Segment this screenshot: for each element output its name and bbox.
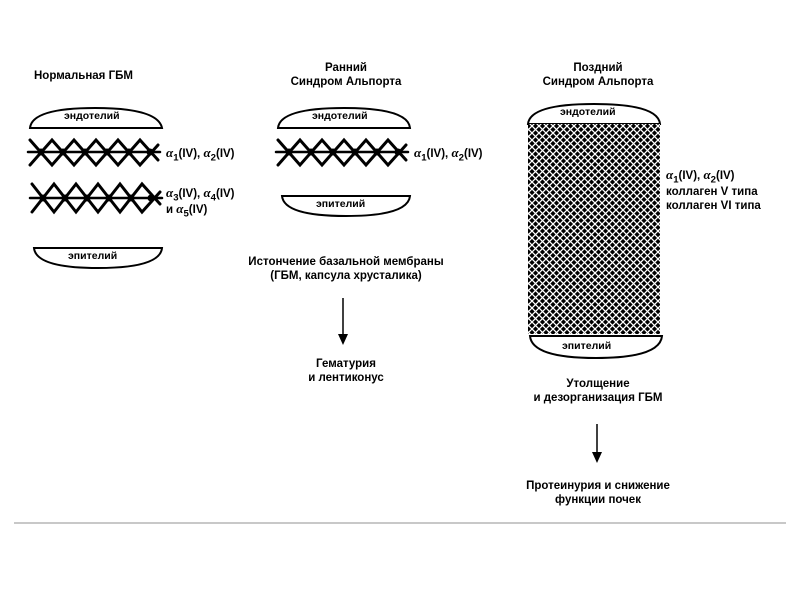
col1-alpha-top: α1(IV), α2(IV) <box>166 145 235 164</box>
col2-endothelium-shape <box>276 106 412 129</box>
col2-arrow <box>338 298 348 345</box>
col3-result-line1: Протеинурия и снижение <box>526 480 670 492</box>
col3-caption-line2: и дезорганизация ГБМ <box>533 392 663 404</box>
col1-network-top-nodes <box>37 148 154 156</box>
col3-endothelium-label: эндотелий <box>560 106 616 118</box>
col2-alpha: α1(IV), α2(IV) <box>414 145 483 164</box>
col1-epithelium-shape <box>32 247 164 270</box>
col3-thickened-mesh <box>528 124 660 334</box>
col1-network-top <box>26 137 162 168</box>
col3-title-line2: Синдром Альпорта <box>542 76 654 88</box>
col2-result-line1: Гематурия <box>316 358 376 370</box>
col1-network-bottom <box>28 181 164 215</box>
col3-epithelium-label: эпителий <box>562 340 612 352</box>
col2-result-line2: и лентиконус <box>308 372 384 384</box>
col2-title-line2: Синдром Альпорта <box>290 76 402 88</box>
col3-epithelium-shape <box>528 335 664 360</box>
col2-caption-line2: (ГБМ, капсула хрусталика) <box>270 270 422 282</box>
col1-title: Нормальная ГБМ <box>34 70 133 82</box>
col2-title-line1: Ранний <box>325 62 367 74</box>
col3-endothelium-shape <box>526 102 662 125</box>
col3-collagen-v: коллаген V типа <box>666 186 758 198</box>
col1-alpha-bottom-line1: α3(IV), α4(IV) <box>166 185 235 204</box>
col1-endothelium-shape <box>28 106 164 129</box>
col1-alpha-bottom-line2: и α5(IV) <box>166 201 208 220</box>
col2-network <box>274 137 410 168</box>
col3-caption-line1: Утолщение <box>566 378 630 390</box>
col3-title-line1: Поздний <box>573 62 623 74</box>
col2-endothelium-label: эндотелий <box>312 110 368 122</box>
col3-alpha: α1(IV), α2(IV) <box>666 167 735 186</box>
col3-result-line2: функции почек <box>555 494 641 506</box>
col2-epithelium-label: эпителий <box>316 198 366 210</box>
col3-arrow <box>592 424 602 463</box>
col1-epithelium-label: эпителий <box>68 250 118 262</box>
col3-collagen-vi: коллаген VI типа <box>666 200 761 212</box>
col2-network-nodes <box>285 148 402 156</box>
col2-epithelium-shape <box>280 195 412 218</box>
col2-caption-line1: Истончение базальной мембраны <box>248 256 444 268</box>
col1-network-bottom-nodes <box>39 194 155 202</box>
bottom-divider <box>14 522 786 524</box>
col1-endothelium-label: эндотелий <box>64 110 120 122</box>
